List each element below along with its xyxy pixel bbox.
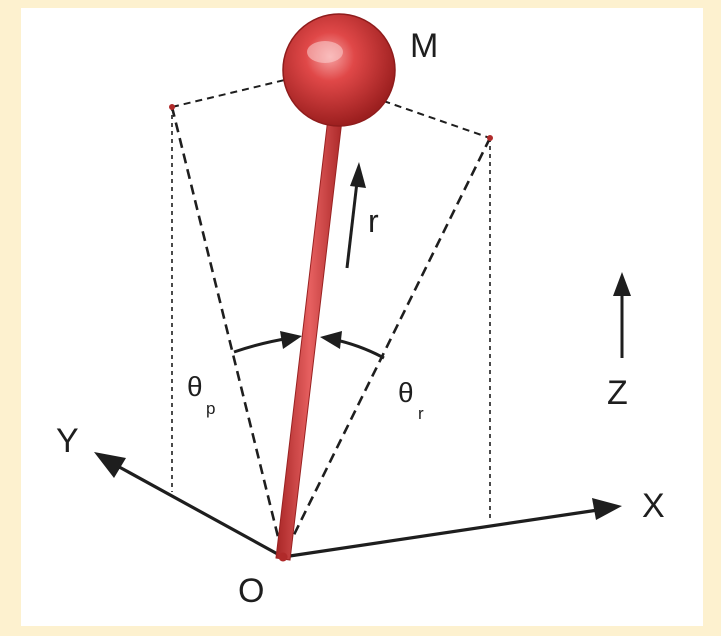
radial-arrow-shaft xyxy=(345,181,359,269)
roll-projection-line xyxy=(281,137,492,558)
theta-roll-subscript: r xyxy=(418,404,424,423)
projection-point-right xyxy=(487,135,493,141)
mass-label: M xyxy=(410,27,438,65)
projection-point-left xyxy=(169,104,175,110)
ball-highlight xyxy=(307,41,343,63)
roll-angle-arrowhead xyxy=(320,331,342,349)
pitch-angle-arrowhead xyxy=(280,331,302,349)
z-axis-arrowhead xyxy=(613,272,631,296)
origin-point xyxy=(278,552,288,562)
y-axis-label: Y xyxy=(56,422,79,460)
theta-roll-symbol: θ xyxy=(398,377,414,408)
y-axis-arrowhead xyxy=(94,452,126,478)
x-axis-arrowhead xyxy=(592,498,622,520)
pendulum-rod xyxy=(275,100,345,561)
radial-arrow-head xyxy=(350,162,366,188)
radial-label: r xyxy=(368,203,379,239)
z-axis-label: Z xyxy=(607,374,628,412)
pendulum-mass-ball xyxy=(282,13,396,127)
y-axis xyxy=(111,461,284,559)
pitch-projection-line xyxy=(170,106,285,558)
top-dash-right xyxy=(371,96,491,139)
theta-pitch-subscript: p xyxy=(206,399,215,418)
x-axis-label: X xyxy=(642,487,665,525)
x-axis xyxy=(282,508,599,559)
theta-pitch-symbol: θ xyxy=(187,371,203,402)
origin-label: O xyxy=(238,572,264,610)
